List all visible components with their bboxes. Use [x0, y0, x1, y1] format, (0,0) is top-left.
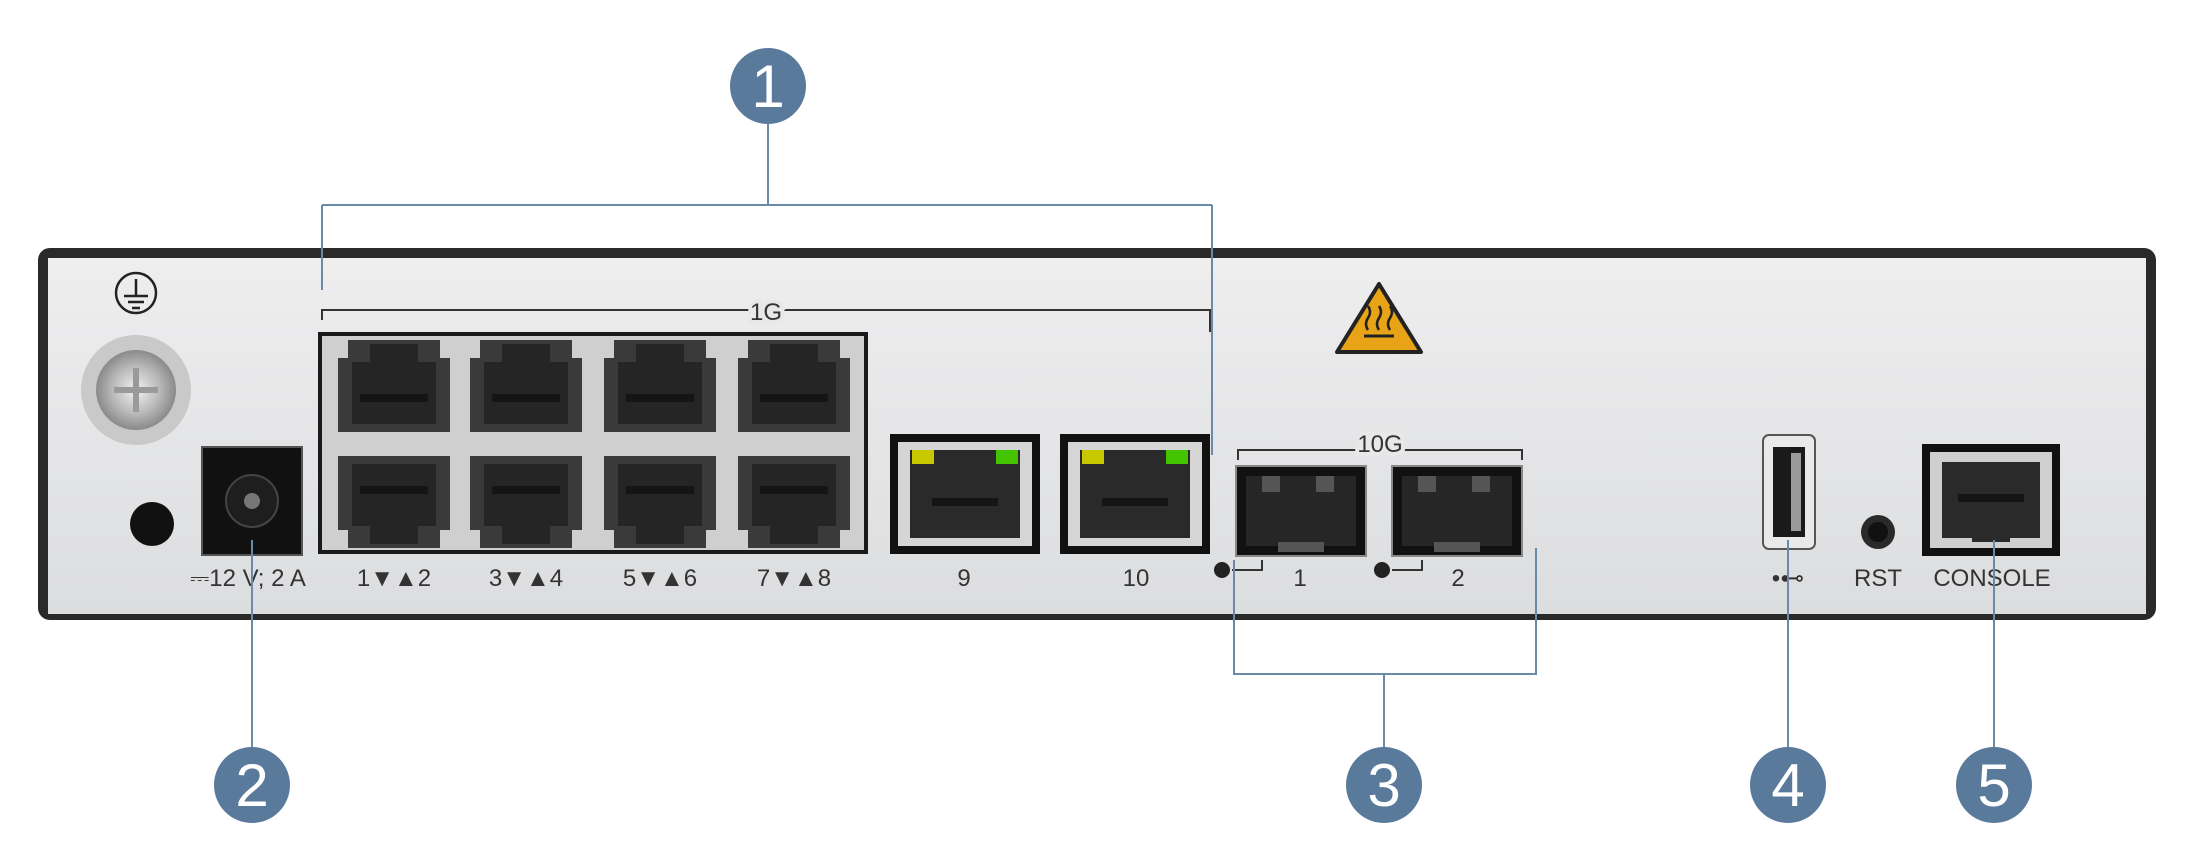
- label-port-10: 10: [1123, 565, 1150, 592]
- led-green: [996, 450, 1018, 464]
- sfp-led-2-marker: [1392, 560, 1423, 571]
- rj45-port-9[interactable]: [890, 434, 1040, 554]
- svg-text:3: 3: [1367, 752, 1400, 819]
- callout-1: 1: [730, 48, 806, 124]
- ground-symbol-icon: [114, 271, 158, 315]
- rj45-port-block-1-8[interactable]: [318, 332, 868, 554]
- rj45-port-10[interactable]: [1060, 434, 1210, 554]
- leader-1: [321, 118, 1213, 455]
- bracket-1g: [321, 309, 1211, 332]
- rj45-port-8[interactable]: [738, 456, 850, 548]
- led-yellow: [1082, 450, 1104, 464]
- callout-3: 3: [1346, 747, 1422, 823]
- label-console: CONSOLE: [1933, 565, 2050, 592]
- label-ports-7-8: 7▼▲8: [757, 565, 831, 592]
- label-power: ⎓12 V; 2 A: [190, 565, 306, 592]
- rj45-port-6[interactable]: [604, 456, 716, 548]
- label-1g: 1G: [750, 299, 782, 326]
- label-10g: 10G: [1357, 431, 1402, 458]
- callout-5: 5: [1956, 747, 2032, 823]
- sfp-led-2: [1374, 562, 1390, 578]
- label-ports-5-6: 5▼▲6: [623, 565, 697, 592]
- rj45-port-5[interactable]: [604, 340, 716, 432]
- bracket-10g: [1237, 449, 1523, 460]
- led-green: [1166, 450, 1188, 464]
- sfp-port-2[interactable]: [1391, 465, 1523, 557]
- rj45-port-7[interactable]: [738, 340, 850, 432]
- svg-text:5: 5: [1977, 752, 2010, 819]
- sfp-port-1[interactable]: [1235, 465, 1367, 557]
- rj45-port-2[interactable]: [338, 456, 450, 548]
- callout-2: 2: [214, 747, 290, 823]
- grounding-screw: [81, 335, 191, 445]
- label-sfp-2: 2: [1451, 565, 1464, 592]
- rj45-port-4[interactable]: [470, 456, 582, 548]
- label-rst: RST: [1854, 565, 1902, 592]
- mounting-hole: [130, 502, 174, 546]
- console-port[interactable]: [1922, 444, 2060, 556]
- usb-port[interactable]: [1762, 434, 1816, 550]
- callout-4: 4: [1750, 747, 1826, 823]
- label-ports-3-4: 3▼▲4: [489, 565, 563, 592]
- reset-button[interactable]: [1861, 515, 1895, 549]
- hot-surface-warning-icon: [1335, 282, 1423, 354]
- rj45-port-1[interactable]: [338, 340, 450, 432]
- label-sfp-1: 1: [1293, 565, 1306, 592]
- label-port-9: 9: [957, 565, 970, 592]
- label-ports-1-2: 1▼▲2: [357, 565, 431, 592]
- svg-text:1: 1: [751, 53, 784, 120]
- sfp-led-1: [1214, 562, 1230, 578]
- sfp-led-1-marker: [1232, 560, 1263, 571]
- power-jack[interactable]: [201, 446, 303, 556]
- svg-text:4: 4: [1771, 752, 1804, 819]
- leader-3: [1233, 548, 1537, 750]
- led-yellow: [912, 450, 934, 464]
- rj45-port-3[interactable]: [470, 340, 582, 432]
- svg-text:2: 2: [235, 752, 268, 819]
